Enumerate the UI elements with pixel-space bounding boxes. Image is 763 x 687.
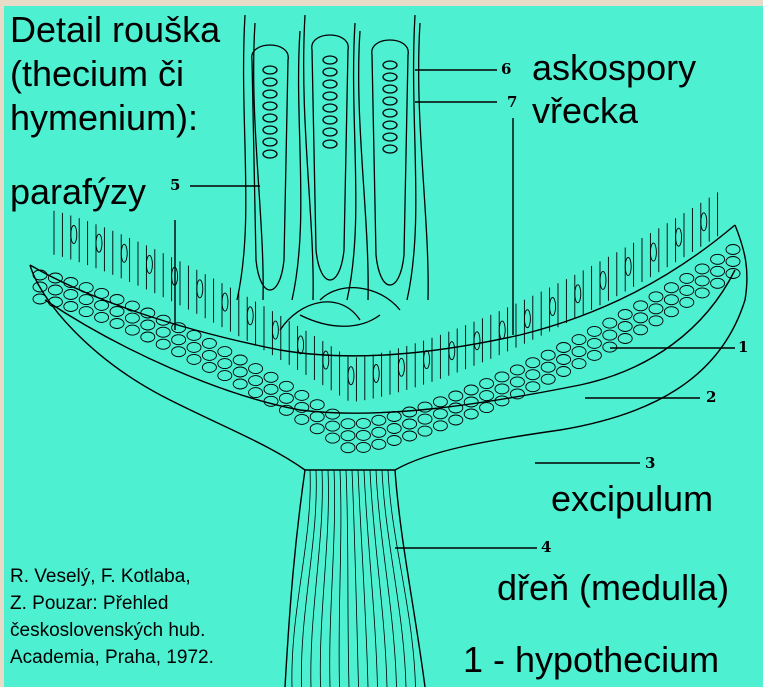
number-4: 4 — [541, 540, 551, 555]
label-vrecka: vřecka — [532, 93, 638, 129]
number-5: 5 — [170, 178, 180, 193]
citation-line2: Z. Pouzar: Přehled — [10, 590, 168, 617]
number-7: 7 — [507, 95, 517, 110]
label-hypothecium: 1 - hypothecium — [463, 642, 719, 678]
detail-title-line2: (thecium či — [10, 56, 184, 92]
hymenium-detail — [237, 15, 428, 330]
detail-title-line1: Detail rouška — [10, 12, 220, 48]
label-excipulum: excipulum — [551, 481, 713, 517]
detail-title-line3: hymenium): — [10, 100, 198, 136]
citation-line3: československých hub. — [10, 617, 205, 644]
hymenium-surface — [30, 225, 735, 356]
citation-line4: Academia, Praha, 1972. — [10, 644, 214, 671]
label-askospory: askospory — [532, 50, 696, 86]
medulla-hyphae — [292, 470, 416, 687]
number-2: 2 — [706, 390, 716, 405]
label-parafyzy: parafýzy — [10, 174, 146, 210]
number-3: 3 — [645, 456, 655, 471]
label-dren: dřeň (medulla) — [497, 570, 729, 606]
number-6: 6 — [501, 62, 511, 77]
number-1: 1 — [738, 340, 748, 355]
citation-line1: R. Veselý, F. Kotlaba, — [10, 563, 191, 590]
